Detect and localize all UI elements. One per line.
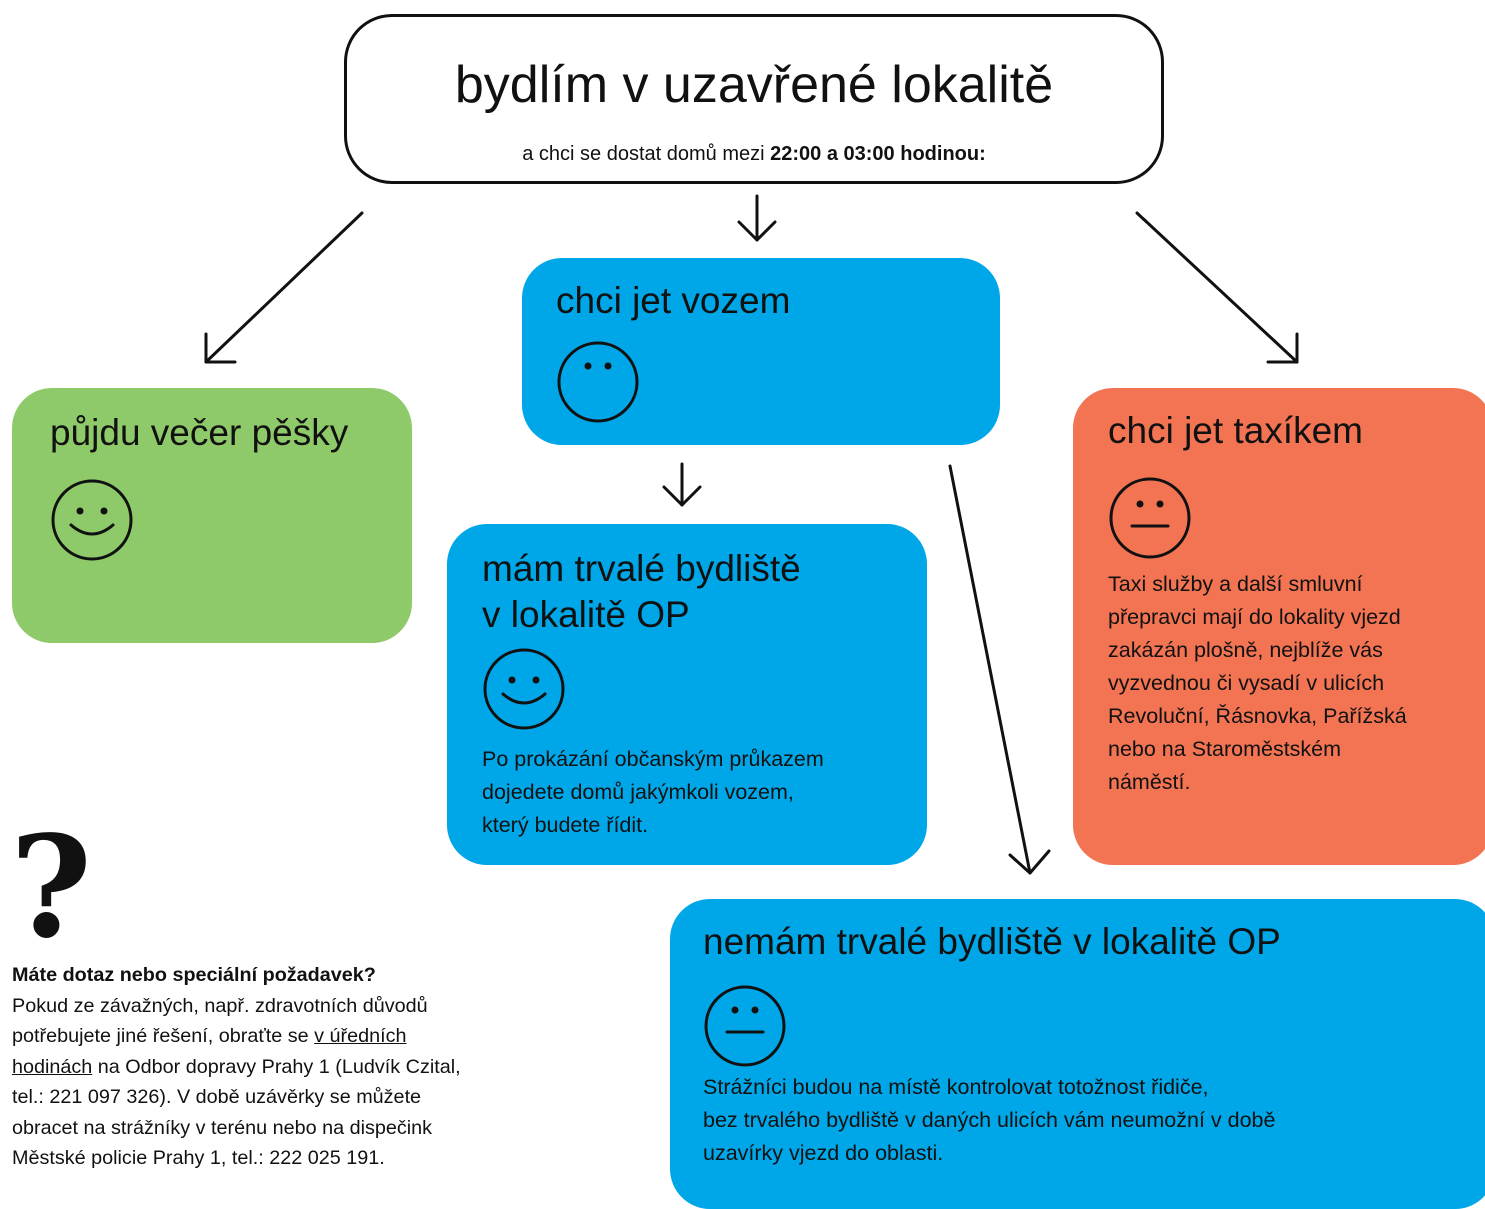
office-hours-link-cont[interactable]: hodinách [12,1055,93,1078]
taxi-desc-line: zakázán plošně, nejblíže vás [1108,638,1383,662]
help-line3-text: na Odbor dopravy Prahy 1 (Ludvík Czital, [97,1055,461,1078]
permanent-desc-line: který budete řídit. [482,813,649,837]
help-heading: Máte dotaz nebo speciální požadavek? [12,964,376,986]
taxi-desc-line: vyzvednou či vysadí v ulicích [1108,671,1385,695]
arrow-to-no-permanent [948,464,1051,875]
help-line: Městské policie Prahy 1, tel.: 222 025 1… [12,1147,385,1169]
flat-face-icon [704,985,786,1067]
permanent-desc-line: Po prokázání občanským průkazem [482,747,824,771]
permanent-resident-node: mám trvalé bydliště v lokalitě OP Po pro… [447,524,927,865]
help-line: Pokud ze závažných, např. zdravotních dů… [12,994,428,1017]
smile-face-icon [51,479,133,561]
taxi-desc-line: Revoluční, Řásnovka, Pařížská [1108,704,1407,728]
permanent-title-line2: v lokalitě OP [482,594,690,635]
no-permanent-title: nemám trvalé bydliště v lokalitě OP [703,921,1281,962]
start-subtitle-text: a chci se dostat domů mezi [522,143,765,165]
help-line: tel.: 221 097 326). V době uzávěrky se m… [12,1086,422,1108]
arrow-to-taxi [1135,211,1299,364]
arrow-to-car [737,194,777,242]
permanent-title-line1: mám trvalé bydliště [482,548,801,589]
help-line: obracet na strážníky v terénu nebo na di… [12,1116,433,1139]
taxi-title: chci jet taxíkem [1108,410,1363,451]
start-node: bydlím v uzavřené lokalitě a chci se dos… [344,14,1164,184]
no-permanent-resident-node: nemám trvalé bydliště v lokalitě OP Strá… [670,899,1485,1209]
no-permanent-desc-line: bez trvalého bydliště v daných ulicích v… [703,1108,1276,1132]
arrow-to-permanent [662,462,702,507]
neutral-face-icon [557,341,639,423]
permanent-description: Po prokázání občanským průkazem dojedete… [482,743,824,842]
office-hours-link[interactable]: v úředních [314,1025,407,1047]
taxi-description: Taxi služby a další smluvní přepravci ma… [1108,568,1407,799]
flat-face-icon [1109,477,1191,559]
help-section: Máte dotaz nebo speciální požadavek? Pok… [12,960,572,1174]
walk-title: půjdu večer pěšky [50,412,349,453]
taxi-desc-line: Taxi služby a další smluvní [1108,572,1363,596]
no-permanent-desc-line: Strážníci budou na místě kontrolovat tot… [703,1075,1209,1099]
taxi-node: chci jet taxíkem Taxi služby a další sml… [1073,388,1485,865]
no-permanent-desc-line: uzavírky vjezd do oblasti. [703,1141,944,1165]
help-line2-text: potřebujete jiné řešení, obraťte se [12,1025,309,1047]
car-title: chci jet vozem [556,280,791,321]
start-subtitle: a chci se dostat domů mezi 22:00 a 03:00… [347,141,1161,167]
taxi-desc-line: náměstí. [1108,770,1191,794]
help-line: hodinách na Odbor dopravy Prahy 1 (Ludví… [12,1052,572,1083]
permanent-title: mám trvalé bydliště v lokalitě OP [482,546,801,638]
walk-node: půjdu večer pěšky [12,388,412,643]
smile-face-icon [483,648,565,730]
taxi-desc-line: přepravci mají do lokality vjezd [1108,605,1401,629]
arrow-to-walk [204,211,364,364]
start-title: bydlím v uzavřené lokalitě [454,56,1054,114]
no-permanent-description: Strážníci budou na místě kontrolovat tot… [703,1071,1275,1170]
taxi-desc-line: nebo na Staroměstském [1108,737,1342,761]
start-subtitle-time: 22:00 a 03:00 hodinou: [770,143,986,165]
permanent-desc-line: dojedete domů jakýmkoli vozem, [482,780,794,804]
car-node: chci jet vozem [522,258,1000,445]
help-line: potřebujete jiné řešení, obraťte se v úř… [12,1021,572,1052]
question-mark-icon: ? [10,806,93,970]
